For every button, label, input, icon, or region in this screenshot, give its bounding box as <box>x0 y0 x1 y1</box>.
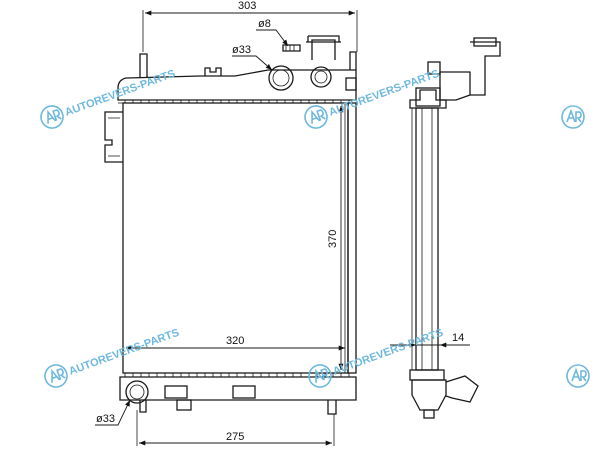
watermark-bottom-right <box>566 364 590 388</box>
dim-thickness: 14 <box>452 332 464 344</box>
watermark-bottom-left: AUTOREVERS-PARTS <box>41 327 181 391</box>
top-bracket <box>204 67 222 76</box>
dimension-lines <box>95 10 470 446</box>
front-view <box>104 35 357 415</box>
dim-outlet-pipe: ø33 <box>96 413 115 425</box>
watermark-text: AUTOREVERS-PARTS <box>327 68 440 119</box>
side-top-neck <box>439 71 471 101</box>
ar-logo-icon <box>566 364 590 388</box>
watermark-text: AUTOREVERS-PARTS <box>63 68 176 119</box>
dim-bottom-width: 275 <box>226 431 244 443</box>
side-right <box>347 102 357 374</box>
filler-neck <box>311 39 336 60</box>
watermark-text: AUTOREVERS-PARTS <box>67 327 180 378</box>
dim-top-width: 303 <box>238 0 256 12</box>
ar-logo-icon <box>41 361 71 391</box>
filler-cap <box>310 66 332 88</box>
dimension-labels: 303 ø8 ø33 370 320 ø33 275 14 <box>96 0 464 443</box>
side-bottom-pipe <box>445 375 479 403</box>
bottom-tank <box>119 376 357 401</box>
side-view <box>409 37 501 419</box>
watermark-top-center: AUTOREVERS-PARTS <box>301 68 441 132</box>
small-pipe <box>282 44 301 52</box>
ar-logo-icon <box>561 105 585 129</box>
mount-pin-top-right <box>349 51 357 70</box>
watermark-top-right <box>561 105 585 129</box>
ar-logo-icon <box>301 102 331 132</box>
ar-logo-icon <box>305 361 335 391</box>
dim-core-width: 320 <box>226 335 244 347</box>
watermark-top-left: AUTOREVERS-PARTS <box>37 68 177 132</box>
inlet-pipe <box>268 65 294 91</box>
ar-logo-icon <box>37 102 67 132</box>
mount-pin-top-left <box>139 53 148 78</box>
dim-core-height: 370 <box>327 230 339 248</box>
side-bracket-left <box>104 111 123 163</box>
dim-inlet-pipe: ø33 <box>232 44 251 56</box>
outlet-pipe <box>125 380 149 404</box>
core <box>122 102 349 374</box>
dim-small-pipe: ø8 <box>258 18 271 30</box>
mount-pin-bottom <box>327 400 337 415</box>
